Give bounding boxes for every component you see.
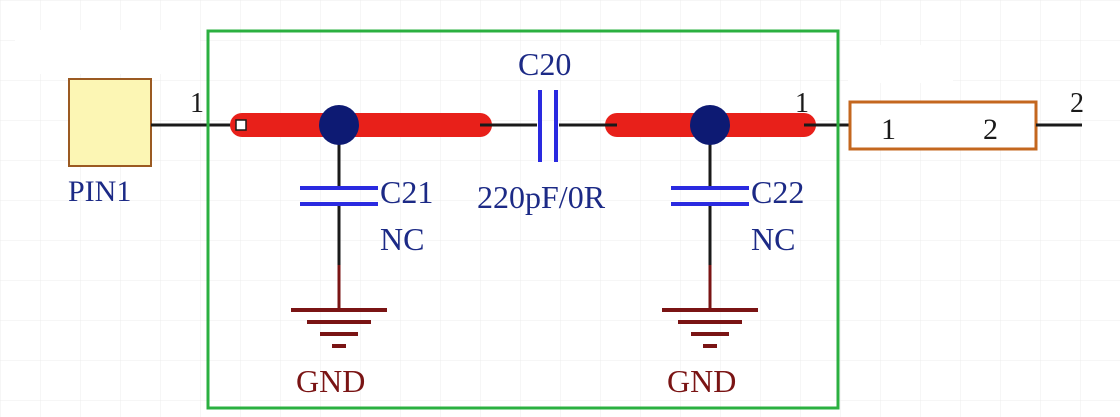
c20-designator: C20: [518, 46, 571, 82]
resistor-body[interactable]: [848, 100, 1038, 151]
blank-patch-left: [15, 30, 200, 74]
filter-section-frame: [206, 29, 840, 410]
net-endpoint-marker: [235, 119, 247, 131]
pin1-label: PIN1: [68, 175, 131, 208]
junction-right: [690, 105, 730, 145]
c22-value: NC: [751, 221, 795, 257]
c21-designator: C21: [380, 174, 433, 210]
gnd-left-label: GND: [296, 363, 365, 399]
c22-designator: C22: [751, 174, 804, 210]
resistor-pin2-label: 2: [983, 113, 998, 146]
pin1-number: 1: [190, 88, 204, 119]
net-right-pin-number: 1: [795, 88, 809, 119]
resistor-pin1-label: 1: [881, 113, 896, 146]
junction-left: [319, 105, 359, 145]
resistor-outer-pin-number: 2: [1070, 88, 1084, 119]
c20-value: 220pF/0R: [477, 179, 606, 215]
blank-patch-right: [848, 45, 953, 83]
gnd-right-label: GND: [667, 363, 736, 399]
pin1-body[interactable]: [68, 78, 152, 167]
c21-value: NC: [380, 221, 424, 257]
